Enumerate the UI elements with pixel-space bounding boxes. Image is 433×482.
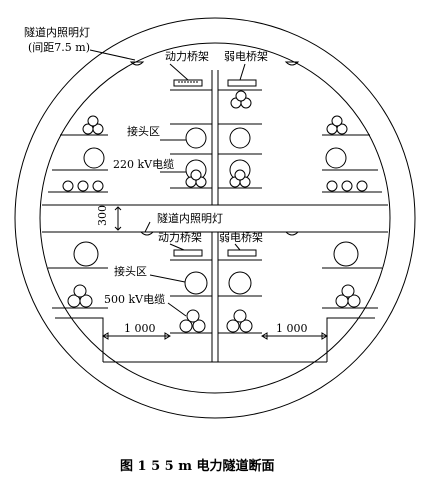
ceiling-light-right (284, 61, 300, 66)
power-tray-upper (173, 79, 203, 87)
leader-tunnel-light (89, 49, 136, 61)
tunnel-outer-lining (14, 17, 416, 419)
weak-tray-lower (227, 249, 257, 257)
label-light-spacing: (间距7.5 m) (28, 41, 90, 54)
lower-right-shelves (322, 241, 382, 309)
label-joint-zone-lower: 接头区 (114, 265, 147, 278)
upper-right-shelves (322, 115, 382, 193)
left-bench (55, 317, 104, 362)
lower-center-shelves (170, 249, 262, 334)
power-tray-lower (173, 249, 203, 257)
label-weak-tray-lower: 弱电桥架 (219, 231, 263, 244)
upper-left-shelves (48, 115, 108, 193)
label-cable-220: 220 kV电缆 (113, 158, 174, 171)
label-tunnel-light-mid: 隧道内照明灯 (157, 211, 223, 225)
label-dim-left: 1 000 (124, 322, 156, 335)
label-tunnel-light: 隧道内照明灯 (24, 25, 90, 39)
slab-light-left (139, 231, 155, 236)
label-dim-300: 300 (96, 205, 109, 226)
label-dim-right: 1 000 (276, 322, 308, 335)
slab-light-right (284, 231, 300, 236)
label-power-tray-lower: 动力桥架 (158, 231, 202, 244)
label-joint-zone-upper: 接头区 (127, 125, 160, 138)
label-weak-tray-upper: 弱电桥架 (224, 50, 268, 63)
right-bench (326, 317, 375, 362)
figure-caption: 图 1 5 5 m 电力隧道断面 (120, 458, 275, 474)
tunnel-inner-lining (39, 42, 391, 394)
joint-cable-upper (185, 127, 207, 149)
label-power-tray-upper: 动力桥架 (165, 50, 209, 63)
ceiling-light-left (129, 61, 145, 66)
lower-left-shelves (48, 241, 108, 309)
upper-center-shelves (170, 79, 262, 189)
joint-cable-lower (184, 271, 208, 295)
weak-tray-upper (227, 79, 257, 87)
label-cable-500: 500 kV电缆 (104, 293, 165, 306)
